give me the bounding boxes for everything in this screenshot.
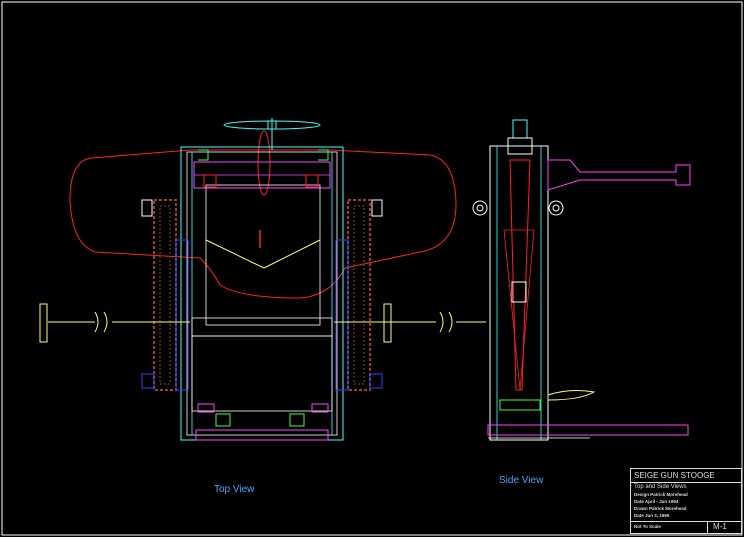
- drawn-date: Date Jun 3, 1995: [634, 513, 670, 518]
- design-credit: Design Patrick Morehead: [634, 492, 688, 497]
- sheet-number: M-1: [713, 522, 727, 531]
- title-block: SEIGE GUN STOOGE Top and Side Views Desi…: [630, 468, 742, 534]
- top-view: [39, 118, 486, 441]
- side-base: [487, 424, 689, 436]
- side-view: [472, 119, 691, 441]
- left-knob: [472, 200, 488, 216]
- side-handle: [547, 159, 691, 191]
- wheel-rim: [257, 130, 271, 196]
- side-view-label: Side View: [499, 475, 544, 486]
- hull-outline: [69, 149, 457, 299]
- barrel: [509, 159, 531, 391]
- left-track: [153, 199, 177, 391]
- drawn-credit: Drawn Patrick Morehead: [634, 506, 687, 511]
- design-date: Date April - Jun 1994: [634, 499, 679, 504]
- right-track: [347, 199, 371, 391]
- side-frame: [489, 145, 549, 441]
- top-base: [195, 429, 329, 441]
- scale-note: Not To Scale: [634, 524, 661, 529]
- drawing-subtitle: Top and Side Views: [634, 484, 687, 490]
- drawing-title: SEIGE GUN STOOGE: [634, 471, 715, 480]
- top-view-label: Top View: [214, 484, 255, 495]
- right-knob: [548, 200, 564, 216]
- lower-frame: [191, 317, 333, 337]
